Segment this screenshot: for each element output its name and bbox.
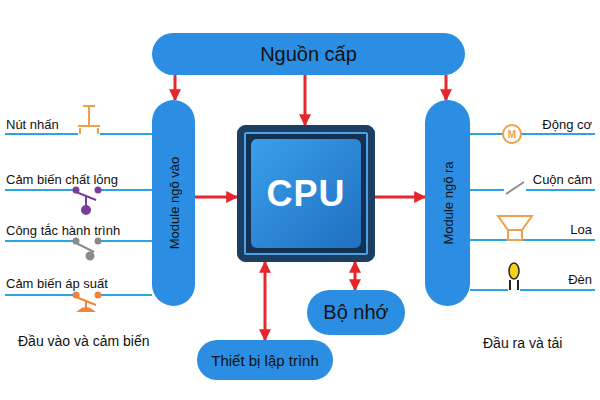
output-label: Đèn xyxy=(568,272,592,287)
motor-letter: M xyxy=(508,129,516,140)
lamp-symbol xyxy=(508,263,520,292)
pressure-switch-symbol xyxy=(74,291,101,311)
inductor-symbol xyxy=(504,182,526,194)
float-switch-symbol xyxy=(74,186,101,214)
input-module: Module ngõ vào xyxy=(152,100,195,306)
node-text: Module ngõ vào xyxy=(166,157,181,250)
output-label: Cuộn cảm xyxy=(533,172,592,187)
programming-device-box: Thiết bị lập trình xyxy=(197,340,333,380)
input-label: Cảm biến chất lỏng xyxy=(6,172,118,187)
cpu-chip: CPU xyxy=(237,125,375,262)
output-label: Động cơ xyxy=(542,117,592,132)
output-wires xyxy=(470,134,595,290)
speaker-symbol xyxy=(498,216,532,240)
input-wires xyxy=(5,134,152,295)
node-text: Nguồn cấp xyxy=(260,43,357,66)
output-module: Module ngõ ra xyxy=(425,100,470,306)
node-text: CPU xyxy=(266,173,345,215)
input-label: Cảm biến áp suất xyxy=(6,276,108,291)
input-label: Công tắc hành trình xyxy=(6,223,120,238)
node-text: Module ngõ ra xyxy=(440,161,455,244)
signal-arrow xyxy=(195,196,237,199)
group-caption: Đầu vào và cảm biến xyxy=(18,333,150,349)
memory-box: Bộ nhớ xyxy=(307,290,405,335)
group-caption: Đầu ra và tải xyxy=(483,335,562,351)
signal-arrow xyxy=(264,262,267,340)
limit-switch-symbol xyxy=(74,237,101,260)
pushbutton-symbol xyxy=(78,106,100,136)
signal-arrow xyxy=(354,262,357,290)
signal-arrow xyxy=(375,196,425,199)
node-text: Thiết bị lập trình xyxy=(211,352,319,369)
signal-arrow xyxy=(304,75,307,125)
signal-arrow xyxy=(445,75,448,100)
input-label: Nút nhấn xyxy=(6,117,59,132)
power-supply-band: Nguồn cấp xyxy=(152,33,465,75)
node-text: Bộ nhớ xyxy=(323,301,388,324)
signal-arrow xyxy=(174,75,177,100)
motor-symbol xyxy=(503,125,521,143)
output-label: Loa xyxy=(570,222,592,237)
